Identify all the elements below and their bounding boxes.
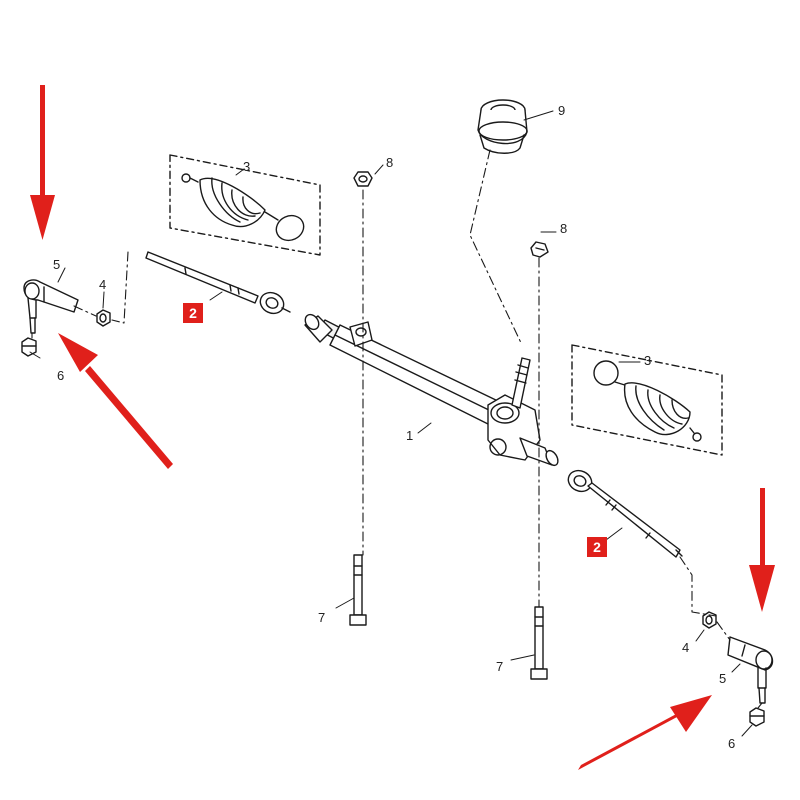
callout-2-left-badge: 2 bbox=[183, 303, 203, 323]
leader-lines bbox=[29, 110, 753, 737]
right-mount-bolt bbox=[530, 606, 548, 680]
left-mount-nut bbox=[353, 171, 373, 187]
callout-7-left: 7 bbox=[318, 610, 326, 625]
right-boot-kit bbox=[571, 344, 723, 456]
right-inner-tie-rod bbox=[567, 469, 683, 558]
callout-4-right: 4 bbox=[682, 640, 690, 655]
callout-8-right: 8 bbox=[560, 221, 568, 236]
left-inner-tie-rod bbox=[145, 251, 291, 315]
steering-rack-housing bbox=[304, 313, 559, 467]
callout-5-left: 5 bbox=[53, 257, 61, 272]
callout-3-right: 3 bbox=[644, 353, 652, 368]
arrow-icon bbox=[30, 85, 55, 240]
callout-9: 9 bbox=[558, 103, 566, 118]
pinion-seal bbox=[477, 99, 528, 154]
left-boot-kit bbox=[169, 154, 321, 256]
arrow-icon bbox=[58, 333, 173, 469]
left-tie-rod-end bbox=[23, 279, 79, 334]
right-mount-nut bbox=[530, 241, 549, 258]
callout-6-right: 6 bbox=[728, 736, 736, 751]
assembly-lines bbox=[31, 149, 763, 709]
arrow-icon bbox=[578, 695, 712, 770]
callout-4-left: 4 bbox=[99, 277, 107, 292]
callout-6-left: 6 bbox=[57, 368, 65, 383]
left-castle-nut bbox=[21, 337, 37, 357]
arrow-icon bbox=[749, 488, 775, 612]
callout-2-right-badge: 2 bbox=[587, 537, 607, 557]
callout-3-left: 3 bbox=[243, 159, 251, 174]
callout-7-right: 7 bbox=[496, 659, 504, 674]
callout-1: 1 bbox=[406, 428, 414, 443]
left-mount-bolt bbox=[349, 554, 367, 626]
left-jam-nut bbox=[96, 309, 111, 327]
callout-5-right: 5 bbox=[719, 671, 727, 686]
callout-8-left: 8 bbox=[386, 155, 394, 170]
right-castle-nut bbox=[749, 707, 765, 727]
